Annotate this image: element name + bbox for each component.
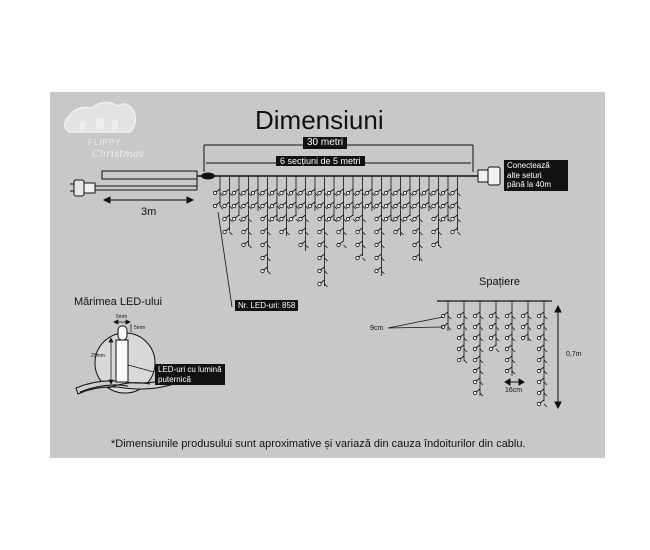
led-width-label: 5mm — [116, 314, 128, 320]
led-type-label: LED-uri cu lumină puternică — [155, 364, 225, 385]
led-height-label: 25mm — [91, 353, 105, 359]
drop-height-label: 0,7m — [566, 351, 582, 358]
total-length-label: 30 metri — [303, 137, 348, 149]
diagram-title: Dimensiuni — [255, 105, 384, 135]
disclaimer-text: *Dimensiunile produsului sunt aproximati… — [111, 438, 526, 450]
logo-text-bottom: Christmas — [92, 149, 144, 160]
sections-label: 6 secțiuni de 5 metri — [276, 156, 365, 166]
led-size-title: Mărimea LED-ului — [74, 296, 163, 308]
led-type-line-2: puternică — [158, 374, 191, 384]
connect-label-line-2: alte seturi — [507, 170, 542, 180]
connect-label-line-1: Conectează — [507, 161, 550, 170]
connect-label-line-3: până la 40m — [507, 180, 552, 189]
led-tip-label: 5mm — [134, 325, 146, 331]
cable-length-label: 3m — [141, 206, 157, 218]
spacing-horizontal-label: 16cm — [505, 387, 523, 394]
spacing-title: Spațiere — [479, 276, 520, 288]
diagram-panel — [50, 92, 605, 458]
led-count-label: Nr. LED-uri: 858 — [235, 300, 299, 311]
connect-label: Conectează alte seturi până la 40m — [504, 160, 568, 191]
led-type-line-1: LED-uri cu lumină — [158, 365, 222, 374]
logo-text-top: FLIPPY — [88, 138, 122, 147]
spacing-vertical-label: 9cm — [370, 325, 384, 332]
